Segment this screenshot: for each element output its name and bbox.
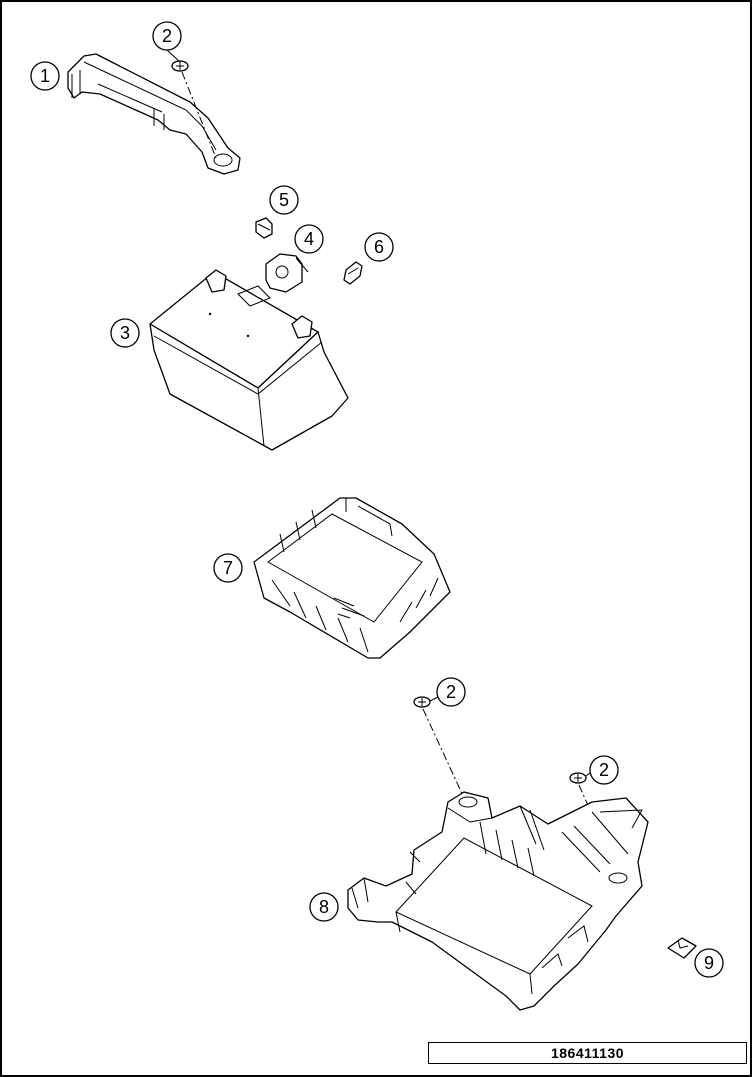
reference-number-box: 186411130 — [428, 1042, 747, 1064]
callout-8-label: 8 — [319, 897, 329, 917]
callout-9-label: 9 — [704, 953, 714, 973]
part-6-bolt — [343, 261, 363, 285]
callout-7: 7 — [213, 553, 243, 583]
part-2-screw-middle — [413, 696, 465, 799]
callout-2-middle-label: 2 — [446, 682, 456, 702]
callout-2-right: 2 — [589, 755, 619, 785]
callout-2-top: 2 — [152, 21, 182, 51]
callout-3: 3 — [110, 318, 140, 348]
callout-2-middle: 2 — [436, 677, 466, 707]
callout-leaders — [166, 49, 591, 777]
part-4-terminal-nut — [265, 253, 309, 293]
callout-9: 9 — [694, 948, 724, 978]
part-3-battery — [149, 269, 349, 451]
part-2-screw-top — [171, 60, 217, 159]
callout-6-label: 6 — [374, 237, 384, 257]
callout-4: 4 — [294, 224, 324, 254]
part-1-battery-holder — [67, 53, 241, 175]
callout-3-label: 3 — [120, 323, 130, 343]
callout-2-right-label: 2 — [599, 760, 609, 780]
callout-5-label: 5 — [279, 190, 289, 210]
callout-1: 1 — [30, 61, 60, 91]
callout-2-top-label: 2 — [162, 26, 172, 46]
callout-6: 6 — [364, 232, 394, 262]
callout-4-label: 4 — [304, 229, 314, 249]
callout-8: 8 — [309, 892, 339, 922]
part-5-bolt — [255, 217, 273, 239]
callout-7-label: 7 — [223, 558, 233, 578]
callout-5: 5 — [269, 185, 299, 215]
part-7-rubber-tray — [253, 497, 451, 659]
reference-number: 186411130 — [550, 1045, 625, 1061]
part-9-clip-nut — [667, 937, 697, 959]
callout-1-label: 1 — [40, 66, 50, 86]
part-8-battery-holder-base — [347, 791, 649, 1011]
